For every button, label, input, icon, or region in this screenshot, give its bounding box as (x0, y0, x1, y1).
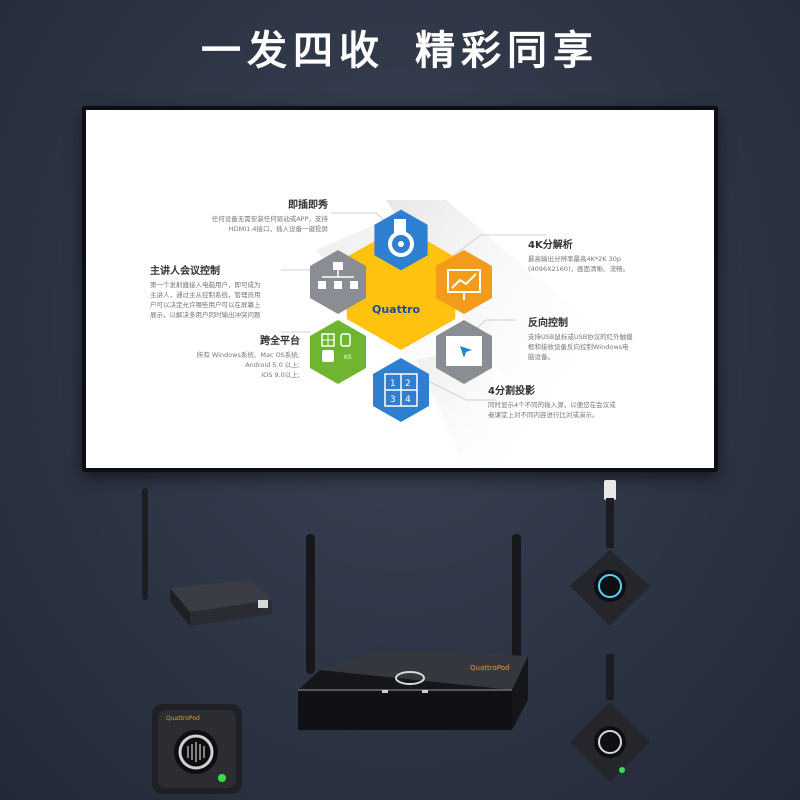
headline-part-2: 精彩同享 (415, 28, 599, 74)
status-led (619, 767, 625, 773)
feature-desc-line: 任何设备无需安装任何驱动或APP，支持 (211, 215, 328, 223)
headline-part-1: 一发四收 (201, 28, 385, 74)
ks-label: KS (344, 354, 352, 361)
main-receiver: QuattroPod (298, 534, 530, 730)
feature-reverse-control: 反向控制 支持USB鼠标或USB协议的红外触摸 框和接收设备反向控制Window… (528, 314, 698, 362)
feature-desc-line: Android 5.0 以上; (245, 361, 300, 369)
pointer-icon (388, 219, 414, 257)
share-button-ring (598, 730, 622, 754)
quad-number: 2 (405, 379, 411, 389)
share-button-ring (598, 574, 622, 598)
display-screen: KS 1 2 3 4 Quattro 即插即秀 任何设备无需安装任何驱动或APP… (82, 106, 718, 472)
feature-desc-line: HDMI1.4接口，插入设备一键投屏 (228, 225, 328, 233)
status-led (218, 774, 226, 782)
small-receiver (142, 488, 272, 626)
feature-plug-and-show: 即插即秀 任何设备无需安装任何驱动或APP，支持 HDMI1.4接口，插入设备一… (146, 196, 328, 234)
touch-screen-icon (446, 336, 482, 366)
feature-desc-line: 主讲人，通过主从控制系统，管理员用 (150, 291, 261, 299)
brand-label: QuattroPod (166, 715, 200, 722)
hdmi-transmitter-box: QuattroPod (152, 704, 242, 794)
feature-desc-line: 支持USB鼠标或USB协议的红外触摸 (528, 333, 633, 341)
center-hexagon-large (346, 226, 456, 350)
feature-desc-line: 同时显示4个不同的输入源，以便您在会议或 (488, 401, 616, 409)
feature-title: 主讲人会议控制 (150, 266, 220, 277)
antenna (142, 488, 148, 600)
light-beam (416, 350, 566, 468)
brand-label: QuattroPod (470, 664, 509, 672)
feature-desc-line: (4096X2160)，画面清晰、流畅。 (528, 265, 630, 273)
feature-desc-line: IOS 9.0以上; (261, 371, 300, 379)
feature-desc-line: 第一个发射器接入电脑用户，即可成为 (150, 281, 261, 289)
usb-connector (604, 480, 616, 500)
quad-number: 4 (405, 395, 411, 405)
feature-title: 反向控制 (528, 318, 568, 329)
hierarchy-icon (318, 262, 358, 289)
quad-number: 3 (390, 395, 396, 405)
platform-icon (321, 333, 351, 362)
feature-title: 即插即秀 (288, 200, 328, 211)
antenna (306, 534, 315, 674)
feature-diagram: KS 1 2 3 4 Quattro (281, 200, 646, 468)
connector-line (331, 212, 387, 223)
feature-desc-line: 者课堂上对不同内容进行比对或演示。 (488, 411, 599, 419)
feature-4k-resolution: 4K分解析 最高输出分辨率最高4K*2K 30p (4096X2160)，画面清… (528, 236, 698, 274)
feature-desc-line: 展示，以解决多用户同时输出冲突问题 (150, 311, 261, 319)
quad-number: 1 (390, 379, 396, 389)
connector-line (425, 379, 496, 401)
button-dongle-2 (570, 654, 650, 782)
antenna (512, 534, 521, 674)
feature-quad-split: 4分割投影 同时显示4个不同的输入源，以便您在会议或 者课堂上对不同内容进行比对… (488, 382, 668, 420)
hex-plug-and-show (374, 209, 428, 271)
headline: 一发四收精彩同享 (0, 18, 800, 76)
feature-desc-line: 框和接收设备反向控制Windows电 (528, 343, 629, 351)
feature-presenter-control: 主讲人会议控制 第一个发射器接入电脑用户，即可成为 主讲人，通过主从控制系统，管… (150, 262, 310, 320)
presentation-chart-icon (447, 269, 481, 300)
feature-title: 跨全平台 (260, 336, 300, 347)
feature-cross-platform: 跨全平台 所有 Windows系统、Mac OS系统; Android 5.0 … (160, 332, 300, 380)
feature-title: 4K分解析 (528, 240, 573, 251)
feature-desc-line: 所有 Windows系统、Mac OS系统; (196, 351, 300, 359)
light-beam (386, 200, 646, 410)
feature-title: 4分割投影 (488, 386, 535, 397)
feature-desc-line: 脑设备。 (528, 353, 554, 361)
screen-content: KS 1 2 3 4 Quattro 即插即秀 任何设备无需安装任何驱动或APP… (86, 110, 714, 468)
quad-split-icon (384, 373, 418, 407)
center-label: Quattro (372, 303, 421, 316)
button-dongle-1 (570, 480, 650, 626)
feature-desc-line: 最高输出分辨率最高4K*2K 30p (528, 255, 622, 263)
hex-cross-platform (310, 320, 366, 384)
feature-desc-line: 户可以决定允许哪些用户可以在屏幕上 (150, 301, 261, 309)
